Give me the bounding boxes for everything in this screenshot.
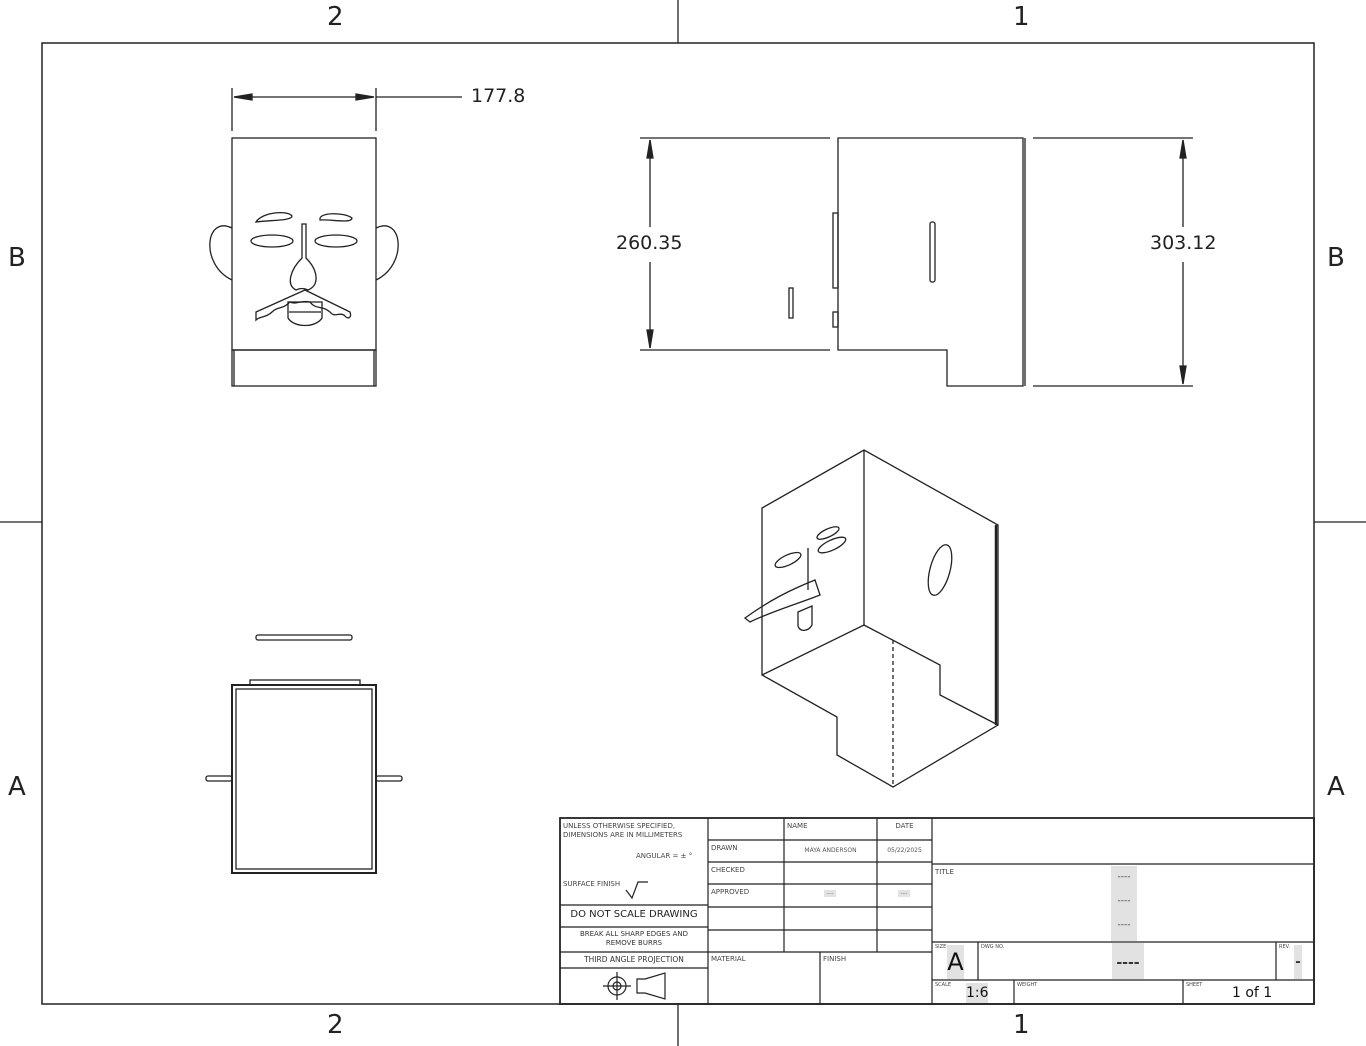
mouth — [287, 301, 323, 327]
note-projection: THIRD ANGLE PROJECTION — [584, 955, 684, 964]
zone-bottom-2: 2 — [327, 1010, 344, 1040]
size-value: A — [947, 945, 964, 979]
title-label: TITLE — [935, 868, 954, 876]
side-view — [640, 137, 1193, 387]
eyebrow-left — [254, 211, 293, 223]
ear-right — [375, 225, 399, 281]
zone-right-b: B — [1327, 243, 1345, 273]
scale-label: SCALE — [935, 982, 952, 988]
row-approved-date: --- — [898, 890, 910, 897]
row-approved-label: APPROVED — [711, 888, 750, 896]
row-drawn-name: MAYA ANDERSON — [804, 847, 857, 854]
row-checked-label: CHECKED — [711, 866, 745, 874]
note-dimensions-mm: DIMENSIONS ARE IN MILLIMETERS — [563, 831, 683, 839]
projection-symbol-cone — [636, 972, 666, 1000]
top-view — [205, 634, 403, 874]
eye-left — [250, 234, 294, 248]
note-unless-specified: UNLESS OTHERWISE SPECIFIED, — [563, 822, 676, 830]
dwg-no-value: ---- — [1112, 943, 1144, 979]
note-surface-finish: SURFACE FINISH — [563, 880, 621, 888]
mustache — [255, 289, 352, 322]
size-label: SIZE — [935, 944, 947, 950]
dimension-width-label: 177.8 — [471, 85, 526, 107]
eyebrow-right — [319, 213, 353, 222]
nose — [289, 223, 317, 291]
zone-left-a: A — [8, 772, 26, 802]
zone-bottom-1: 1 — [1013, 1010, 1030, 1040]
zone-top-2: 2 — [327, 2, 344, 32]
dimension-height-left-label: 260.35 — [616, 232, 683, 254]
zone-left-b: B — [8, 243, 26, 273]
note-break-edges-2: REMOVE BURRS — [605, 939, 663, 947]
row-drawn-date: 05/22/2025 — [887, 847, 922, 854]
weight-label: WEIGHT — [1017, 982, 1038, 988]
note-angular: ANGULAR = ± ° — [636, 852, 693, 860]
eye-right — [314, 234, 358, 248]
header-name: NAME — [787, 822, 808, 830]
front-view — [209, 88, 462, 387]
title-line-2: ---- — [1117, 896, 1131, 906]
material-label: MATERIAL — [711, 955, 746, 963]
scale-value: 1:6 — [966, 983, 989, 1003]
note-do-not-scale: DO NOT SCALE DRAWING — [570, 909, 698, 920]
title-lines — [1111, 866, 1137, 941]
sheet-label: SHEET — [1186, 982, 1203, 988]
header-date: DATE — [895, 822, 914, 830]
sheet-value: 1 of 1 — [1232, 985, 1273, 1001]
ear-left — [209, 225, 233, 281]
zone-top-1: 1 — [1013, 2, 1030, 32]
dimension-height-right-label: 303.12 — [1150, 232, 1217, 254]
title-block-lines — [559, 817, 1315, 1005]
rev-label: REV. — [1279, 944, 1290, 950]
note-break-edges-1: BREAK ALL SHARP EDGES AND — [579, 930, 689, 938]
rev-value: - — [1294, 945, 1302, 979]
finish-label: FINISH — [823, 955, 847, 963]
dwg-no-label: DWG NO. — [981, 944, 1005, 950]
title-line-3: ---- — [1117, 920, 1131, 930]
zone-right-a: A — [1327, 772, 1345, 802]
isometric-view — [743, 449, 999, 788]
row-drawn-label: DRAWN — [711, 844, 738, 852]
title-line-1: ---- — [1117, 872, 1131, 882]
row-approved-name: --- — [824, 890, 836, 897]
